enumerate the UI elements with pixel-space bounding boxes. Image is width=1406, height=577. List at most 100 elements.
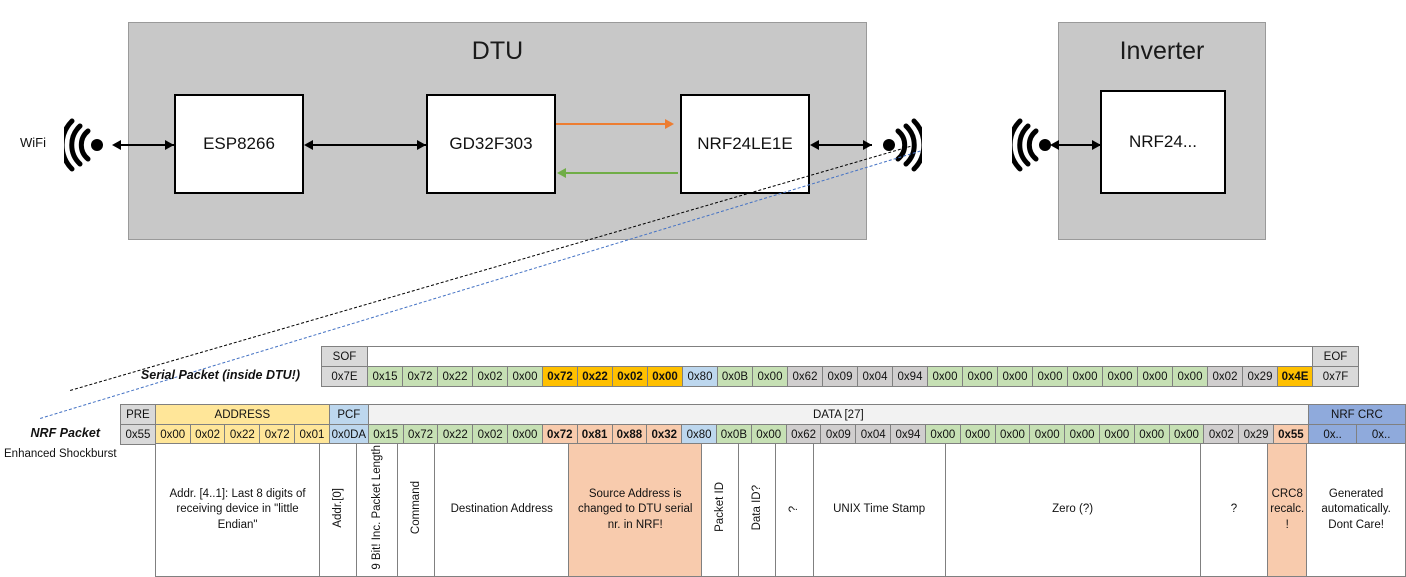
field-description-text: Generated automatically. Dont Care! xyxy=(1321,487,1391,531)
nrf-byte-13: 0x09 xyxy=(820,424,857,445)
chip-nrf24-inverter: NRF24... xyxy=(1100,90,1226,194)
field-description-table: Addr. [4..1]: Last 8 digits of receiving… xyxy=(154,442,1406,577)
serial-packet-label: Serial Packet (inside DTU!) xyxy=(140,368,300,382)
serial-byte-1: 0x72 xyxy=(402,366,438,387)
field-description-text: Data ID? xyxy=(750,484,763,531)
field-description-text: Source Address is changed to DTU serial … xyxy=(578,487,693,531)
inverter-rf-antenna-icon xyxy=(1012,118,1051,172)
eof-value: 0x7F xyxy=(1312,366,1359,387)
address-byte-4: 0x01 xyxy=(294,424,330,445)
field-description-5: Source Address is changed to DTU serial … xyxy=(568,442,703,577)
serial-byte-7: 0x02 xyxy=(612,366,648,387)
arrowhead-right-inverter xyxy=(1092,140,1101,150)
pre-header: PRE xyxy=(120,404,156,425)
field-description-text: Command xyxy=(409,480,422,534)
data-header: DATA [27] xyxy=(367,404,1309,425)
description-row: Addr. [4..1]: Last 8 digits of receiving… xyxy=(154,442,1406,577)
block-diagram: DTU WiFi ESP8266 GD32F303 NRF24LE1E xyxy=(0,0,1406,270)
serial-byte-4: 0x00 xyxy=(507,366,543,387)
arrowhead-right-orange xyxy=(665,119,674,129)
field-description-3: Command xyxy=(397,442,436,577)
serial-byte-3: 0x02 xyxy=(472,366,508,387)
field-description-13: Generated automatically. Dont Care! xyxy=(1306,442,1406,577)
serial-byte-14: 0x04 xyxy=(857,366,893,387)
field-description-6: Packet ID xyxy=(701,442,740,577)
dtu-rf-antenna-icon xyxy=(883,118,922,172)
serial-byte-26: 0x4E xyxy=(1277,366,1313,387)
address-byte-1: 0x02 xyxy=(189,424,226,445)
nrf-byte-3: 0x02 xyxy=(472,424,509,445)
nrf-byte-7: 0x88 xyxy=(611,424,648,445)
chip-esp8266-label: ESP8266 xyxy=(203,134,275,153)
nrf-byte-25: 0x29 xyxy=(1238,424,1274,445)
serial-byte-20: 0x00 xyxy=(1067,366,1103,387)
nrf-byte-20: 0x00 xyxy=(1064,424,1100,445)
nrf-byte-15: 0x94 xyxy=(890,424,926,445)
serial-byte-24: 0x02 xyxy=(1207,366,1243,387)
serial-byte-12: 0x62 xyxy=(787,366,823,387)
nrf-byte-4: 0x00 xyxy=(507,424,543,445)
serial-byte-25: 0x29 xyxy=(1242,366,1278,387)
arrow-nrf-to-gd32-green xyxy=(566,172,678,174)
chip-nrf24le1e-label: NRF24LE1E xyxy=(697,134,793,153)
serial-byte-16: 0x00 xyxy=(927,366,963,387)
nrf-crc-header: NRF CRC xyxy=(1307,404,1406,425)
nrf-byte-12: 0x62 xyxy=(785,424,822,445)
field-description-text: CRC8 recalc. ! xyxy=(1270,487,1305,531)
nrf-byte-6: 0x81 xyxy=(576,424,613,445)
field-description-1: Addr.[0] xyxy=(319,442,358,577)
serial-byte-5: 0x72 xyxy=(542,366,578,387)
field-description-8: ? xyxy=(775,442,814,577)
address-byte-0: 0x00 xyxy=(154,424,191,445)
nrf-byte-19: 0x00 xyxy=(1029,424,1066,445)
address-header: ADDRESS xyxy=(154,404,330,425)
nrf-byte-10: 0x0B xyxy=(715,424,752,445)
chip-gd32f303: GD32F303 xyxy=(426,94,556,194)
nrf-byte-18: 0x00 xyxy=(994,424,1031,445)
field-description-9: UNIX Time Stamp xyxy=(812,442,946,577)
serial-byte-6: 0x22 xyxy=(577,366,613,387)
pcf-value: 0x0DA xyxy=(328,424,369,445)
serial-byte-13: 0x09 xyxy=(822,366,858,387)
arrowhead-left-inverter xyxy=(1050,140,1059,150)
field-description-4: Destination Address xyxy=(434,442,570,577)
arrowhead-left-esp xyxy=(304,140,313,150)
nrf-byte-9: 0x80 xyxy=(681,424,717,445)
nrf-byte-26: 0x55 xyxy=(1273,424,1309,445)
field-description-text: Destination Address xyxy=(450,503,553,516)
nrf-byte-5: 0x72 xyxy=(541,424,578,445)
serial-byte-15: 0x94 xyxy=(892,366,928,387)
sof-value: 0x7E xyxy=(321,366,368,387)
arrow-antenna-nrf24-inverter xyxy=(1054,144,1102,146)
address-byte-3: 0x72 xyxy=(259,424,296,445)
nrf-byte-17: 0x00 xyxy=(959,424,996,445)
nrf-byte-23: 0x00 xyxy=(1168,424,1205,445)
arrow-esp-gd32 xyxy=(306,144,426,146)
field-description-text: Zero (?) xyxy=(1052,503,1094,516)
arrow-gd32-to-nrf-orange xyxy=(556,123,668,125)
wifi-label: WiFi xyxy=(20,135,46,150)
wifi-antenna-icon xyxy=(64,118,103,172)
field-description-2: 9 Bit! Inc. Packet Length xyxy=(356,442,399,577)
field-description-12: CRC8 recalc. ! xyxy=(1267,442,1308,577)
arrowhead-left-wifi xyxy=(112,140,121,150)
pre-value: 0x55 xyxy=(120,424,156,445)
field-description-7: Data ID? xyxy=(738,442,777,577)
nrf-byte-1: 0x72 xyxy=(402,424,439,445)
serial-header-gap xyxy=(367,346,1313,367)
sof-header: SOF xyxy=(321,346,368,367)
nrf-byte-24: 0x02 xyxy=(1203,424,1240,445)
serial-byte-8: 0x00 xyxy=(647,366,683,387)
nrf-byte-14: 0x04 xyxy=(855,424,892,445)
field-description-text: Packet ID xyxy=(713,482,726,533)
serial-byte-17: 0x00 xyxy=(962,366,998,387)
nrf-packet-label: NRF Packet xyxy=(30,426,100,440)
nrf-crc-byte-0: 0x.. xyxy=(1307,424,1358,445)
nrf-byte-0: 0x15 xyxy=(367,424,404,445)
field-description-text: ? xyxy=(1230,503,1238,516)
